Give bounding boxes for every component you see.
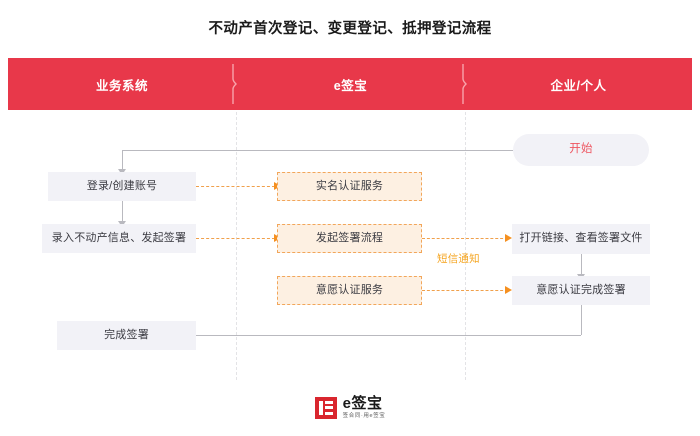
node-realname-auth-service[interactable]: 实名认证服务 [277,172,422,201]
esign-square-logo-icon [314,396,337,419]
swimlane-divider-1 [236,112,237,380]
swimlane-header-esign-label: e签宝 [333,78,368,93]
swimlane-header-esign: e签宝 [236,58,465,110]
node-enter-property-info-label: 录入不动产信息、发起签署 [51,231,187,244]
swimlane-header-business: 业务系统 [8,58,236,110]
footer-logo-text: e签宝 签合同·用e签宝 [343,396,386,420]
node-will-auth-complete-sign[interactable]: 意愿认证完成签署 [512,276,650,305]
node-initiate-sign-flow[interactable]: 发起签署流程 [277,224,422,253]
node-open-link-view-doc[interactable]: 打开链接、查看签署文件 [512,224,650,254]
node-will-auth-service[interactable]: 意愿认证服务 [277,276,422,305]
swimlane-header-user: 企业/个人 [465,58,692,110]
node-will-auth-complete-sign-label: 意愿认证完成签署 [536,283,626,296]
connector-start-to-login-vertical [122,150,123,170]
dashed-connector-signflow-to-openlink [422,238,508,239]
connector-willcert-to-finish-vertical [581,304,582,335]
footer-logo: e签宝 签合同·用e签宝 [0,396,700,420]
brace-separator-icon-2 [458,64,472,104]
node-will-auth-service-label: 意愿认证服务 [315,283,384,296]
connector-start-to-login-horizontal [122,150,513,151]
brace-separator-icon [228,64,242,104]
node-start-label: 开始 [569,143,593,156]
swimlane-divider-2 [465,112,466,380]
dashed-connector-login-to-realname [196,186,275,187]
node-finish-signing[interactable]: 完成签署 [57,321,196,350]
dashed-connector-willservice-to-willcert [422,290,508,291]
swimlane-header-business-label: 业务系统 [95,78,148,93]
footer-logo-tagline: 签合同·用e签宝 [342,413,386,419]
sms-notification-label: 短信通知 [437,253,480,265]
connector-willcert-to-finish-horizontal [196,335,581,336]
connector-open-link-to-willcert-vertical [581,254,582,276]
node-open-link-view-doc-label: 打开链接、查看签署文件 [519,232,643,245]
node-enter-property-info[interactable]: 录入不动产信息、发起签署 [42,224,196,253]
node-initiate-sign-flow-label: 发起签署流程 [315,231,384,244]
page-title: 不动产首次登记、变更登记、抵押登记流程 [208,21,492,37]
connector-login-to-entry-vertical [122,201,123,223]
node-login-create-account-label: 登录/创建账号 [86,179,158,192]
node-realname-auth-service-label: 实名认证服务 [315,179,384,192]
dashed-arrowhead-to-openlink [505,233,512,242]
dashed-connector-entry-to-signflow [196,238,275,239]
node-finish-signing-label: 完成签署 [104,328,149,341]
swimlane-header-band: 业务系统 e签宝 企业/个人 [8,58,692,110]
node-login-create-account[interactable]: 登录/创建账号 [48,172,196,201]
dashed-arrowhead-to-willcert [505,285,512,294]
node-start[interactable]: 开始 [513,134,649,166]
swimlane-header-user-label: 企业/个人 [550,78,607,93]
footer-logo-name: e签宝 [342,395,383,412]
